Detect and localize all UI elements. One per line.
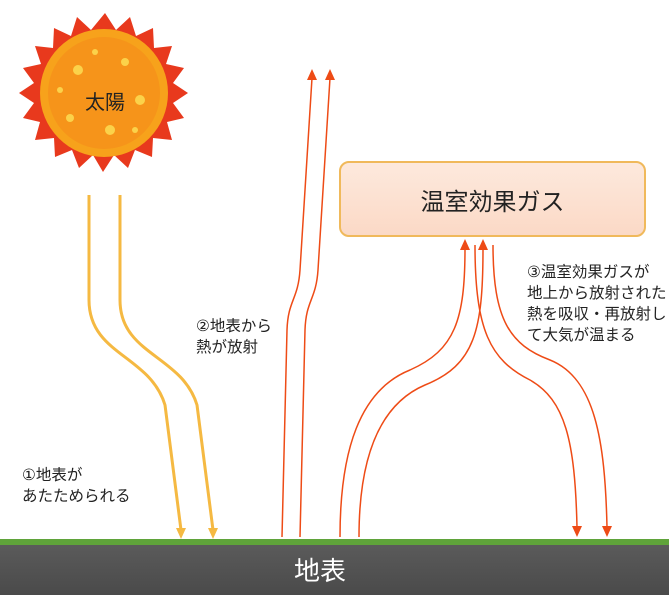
heat-arrowhead (460, 239, 470, 250)
greenhouse-gas-label: 温室効果ガス (420, 187, 565, 216)
heat-arrowhead (478, 239, 488, 250)
greenhouse-gas-box: 温室効果ガス (339, 161, 646, 237)
sun-label: 太陽 (85, 90, 125, 114)
sunlight-arrow (87, 195, 183, 531)
sunlight-arrowhead (176, 528, 186, 539)
heat-arrow (339, 247, 466, 538)
ground-band (0, 541, 669, 595)
heat-arrowhead (325, 69, 335, 80)
annotation-greenhouse-effect: ③温室効果ガスが 地上から放射された 熱を吸収・再放射し て大気が温まる (527, 263, 667, 344)
sun-icon (19, 13, 188, 172)
sunlight-arrow (118, 195, 215, 531)
absorbed-heat-arrows (339, 247, 484, 538)
annotation-surface-warmed: ①地表が あたためられる (22, 466, 131, 505)
heat-arrowhead (572, 526, 582, 537)
ground-label: 地表 (293, 557, 346, 587)
heat-arrowhead (307, 69, 317, 80)
heat-arrow (281, 77, 313, 538)
annotation-heat-radiated: ②地表から 熱が放射 (196, 317, 272, 356)
grass-strip (0, 539, 669, 545)
heat-arrow (474, 244, 578, 528)
heat-arrow (299, 77, 331, 538)
reradiated-heat-arrows (474, 244, 608, 528)
sun-inner (48, 37, 160, 149)
heat-arrow (492, 244, 608, 528)
heat-radiation-arrows (281, 77, 331, 538)
heat-arrowhead (602, 526, 612, 537)
sunlight-arrows (87, 195, 215, 531)
sunlight-arrowhead (208, 528, 218, 539)
